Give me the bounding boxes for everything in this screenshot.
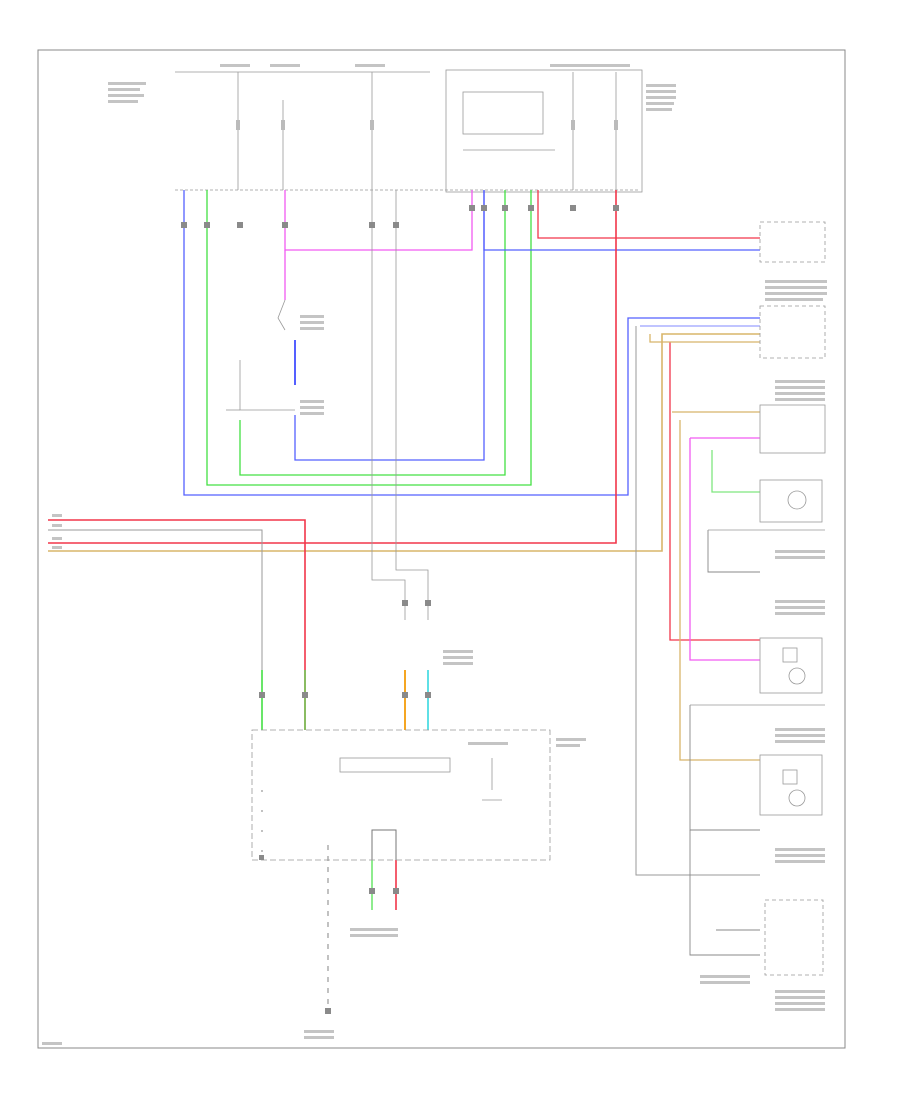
wires	[48, 190, 760, 1010]
right-lamp-3	[759, 754, 823, 816]
right-lamp-1	[759, 479, 823, 523]
wire-green-inner	[239, 190, 506, 476]
right-box-bottom	[764, 899, 824, 976]
connector-marks	[181, 205, 619, 1014]
wire-blue-loop	[183, 190, 760, 496]
wire-tan-main	[48, 333, 760, 552]
wire-gray-right	[635, 326, 760, 876]
wire-pink-right	[669, 342, 760, 641]
wire-gray-down	[48, 529, 263, 730]
right-connector-1	[759, 221, 826, 263]
right-lamp-2	[759, 637, 823, 694]
wire-blue-top	[483, 190, 760, 251]
wire-light-right	[649, 334, 760, 343]
transmission-control-box	[251, 729, 551, 861]
wire-pink-right-3	[689, 438, 760, 661]
wire-green-outer	[206, 190, 532, 486]
wire-blue-inner	[294, 190, 485, 461]
top-fuse-area	[175, 69, 643, 193]
fuse-symbols	[236, 120, 618, 130]
wire-red-main	[48, 190, 617, 544]
wire-green-right	[711, 450, 760, 493]
right-connector-2	[759, 305, 826, 359]
label-marks	[42, 64, 827, 1045]
wire-red-top	[537, 190, 760, 239]
diagram-border	[37, 49, 846, 1049]
component-outlines	[226, 221, 826, 976]
wire-pink-top	[284, 190, 473, 251]
wire-tan-right	[679, 420, 760, 761]
right-connector-3	[759, 404, 826, 454]
wire-red-down	[48, 519, 306, 730]
